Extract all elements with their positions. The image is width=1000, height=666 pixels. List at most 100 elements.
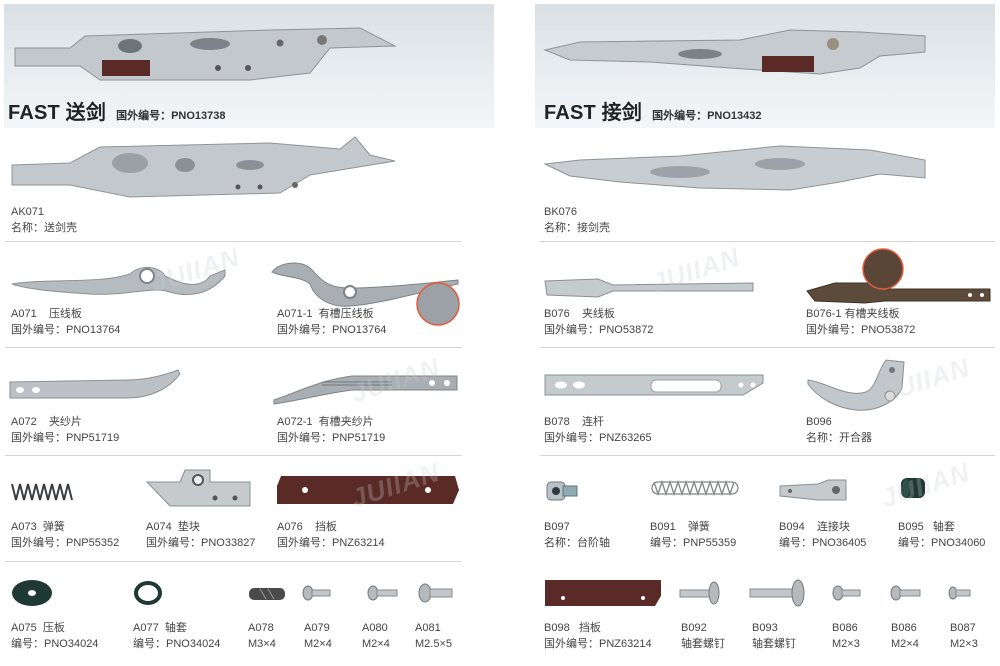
part-a080-screw-image bbox=[367, 585, 398, 601]
part-a074-block-image bbox=[145, 469, 251, 507]
part-label-b098: B098 挡板 bbox=[544, 622, 601, 634]
part-b091-spring-image bbox=[651, 479, 739, 497]
part-label-b076-1: B076-1 有槽夹线板 bbox=[806, 308, 900, 320]
row-divider bbox=[540, 241, 995, 242]
hero-title-right: FAST 接剑国外编号：PNO13432 bbox=[544, 96, 762, 125]
shell-name-bk076: 名称：接剑壳 bbox=[544, 222, 610, 234]
row-divider bbox=[5, 347, 462, 348]
part-number: 国外编号：PNO13738 bbox=[116, 110, 226, 122]
part-size-a081: M2.5×5 bbox=[415, 638, 452, 650]
part-pno-b076-1: 国外编号：PNO53872 bbox=[806, 324, 916, 336]
part-a079-screw-image bbox=[302, 585, 331, 601]
part-label-a075: A075 压板 bbox=[11, 622, 65, 634]
part-size-a078: M3×4 bbox=[248, 638, 276, 650]
shell-code-bk076: BK076 bbox=[544, 206, 578, 218]
part-pno-b095: 编号：PNO34060 bbox=[898, 537, 986, 549]
shell-name-ak071: 名称：送剑壳 bbox=[11, 222, 77, 234]
part-b097-shaft-image bbox=[546, 481, 578, 501]
part-name-b097: 名称：台阶轴 bbox=[544, 537, 610, 549]
part-a081-screw-image bbox=[418, 583, 453, 603]
row-divider bbox=[5, 561, 462, 562]
part-name-b092: 轴套螺钉 bbox=[681, 638, 725, 650]
part-label-a071: A071 压线板 bbox=[11, 308, 82, 320]
part-pno-a072-1: 国外编号：PNP51719 bbox=[277, 432, 386, 444]
part-b093-screw-image bbox=[749, 579, 805, 607]
part-b076-image bbox=[544, 278, 754, 298]
part-label-b092: B092 bbox=[681, 622, 707, 634]
part-label-a076: A076 挡板 bbox=[277, 521, 337, 533]
part-b096-image bbox=[807, 359, 905, 411]
part-b076-1-image bbox=[806, 248, 991, 304]
part-pno-a074: 国外编号：PNO33827 bbox=[146, 537, 256, 549]
part-pno-b091: 编号：PNP55359 bbox=[650, 537, 737, 549]
detail-zoom-circle bbox=[416, 282, 460, 326]
part-label-b097: B097 bbox=[544, 521, 570, 533]
detail-zoom-circle bbox=[862, 248, 904, 290]
part-pno-a073: 国外编号：PNP55352 bbox=[11, 537, 120, 549]
part-b094-block-image bbox=[779, 479, 847, 501]
part-a077-bushing-image bbox=[134, 581, 162, 605]
part-b098-plate-image bbox=[545, 580, 661, 606]
part-name-b096: 名称：开合器 bbox=[806, 432, 872, 444]
part-name-b093: 轴套螺钉 bbox=[752, 638, 796, 650]
rapier-gripper-receive-image bbox=[543, 29, 926, 75]
part-label-a080: A080 bbox=[362, 622, 388, 634]
part-b078-image bbox=[544, 374, 764, 396]
part-a078-pin-image bbox=[249, 588, 285, 600]
part-label-a071-1: A071-1 有槽压线板 bbox=[277, 308, 374, 320]
part-size-b087: M2×3 bbox=[950, 638, 978, 650]
part-a072-image bbox=[9, 369, 181, 399]
part-a072-1-image bbox=[273, 375, 458, 405]
part-label-b076: B076 夹线板 bbox=[544, 308, 615, 320]
part-size-b086-b: M2×4 bbox=[891, 638, 919, 650]
part-label-b096: B096 bbox=[806, 416, 832, 428]
part-label-a081: A081 bbox=[415, 622, 441, 634]
part-pno-a075: 编号：PNO34024 bbox=[11, 638, 99, 650]
part-a073-spring-image bbox=[11, 483, 73, 501]
part-label-a072: A072 夹纱片 bbox=[11, 416, 82, 428]
part-pno-a076: 国外编号：PNZ63214 bbox=[277, 537, 385, 549]
part-a071-1-image bbox=[271, 262, 460, 326]
part-label-a078: A078 bbox=[248, 622, 274, 634]
part-b087-screw-image bbox=[948, 586, 971, 600]
part-pno-b094: 编号：PNO36405 bbox=[779, 537, 867, 549]
part-pno-a071: 国外编号：PNO13764 bbox=[11, 324, 121, 336]
part-label-b086-a: B086 bbox=[832, 622, 858, 634]
row-divider bbox=[540, 455, 995, 456]
part-pno-b078: 国外编号：PNZ63265 bbox=[544, 432, 652, 444]
part-label-b091: B091 弹簧 bbox=[650, 521, 710, 533]
part-label-a077: A077 轴套 bbox=[133, 622, 187, 634]
part-pno-a071-1: 国外编号：PNO13764 bbox=[277, 324, 387, 336]
part-label-a079: A079 bbox=[304, 622, 330, 634]
part-label-b078: B078 连杆 bbox=[544, 416, 604, 428]
hero-title-left: FAST 送剑国外编号：PNO13738 bbox=[8, 96, 226, 125]
part-pno-a077: 编号：PNO34024 bbox=[133, 638, 221, 650]
part-pno-a072: 国外编号：PNP51719 bbox=[11, 432, 120, 444]
rapier-gripper-send-image bbox=[14, 27, 397, 81]
part-label-b094: B094 连接块 bbox=[779, 521, 850, 533]
part-label-b086-b: B086 bbox=[891, 622, 917, 634]
part-b095-bushing-image bbox=[901, 478, 925, 498]
part-size-a080: M2×4 bbox=[362, 638, 390, 650]
shell-ak071-image bbox=[11, 136, 396, 198]
part-a076-plate-image bbox=[277, 476, 459, 504]
shell-bk076-image bbox=[543, 145, 926, 191]
part-pno-b098: 国外编号：PNZ63214 bbox=[544, 638, 652, 650]
part-label-b087: B087 bbox=[950, 622, 976, 634]
part-b086-screw-image bbox=[890, 585, 921, 601]
row-divider bbox=[5, 455, 462, 456]
row-divider bbox=[5, 241, 462, 242]
part-size-b086-a: M2×3 bbox=[832, 638, 860, 650]
part-label-a074: A074 垫块 bbox=[146, 521, 200, 533]
shell-code-ak071: AK071 bbox=[11, 206, 45, 218]
part-label-a072-1: A072-1 有槽夹纱片 bbox=[277, 416, 374, 428]
part-a075-washer-image bbox=[12, 580, 52, 606]
part-b086-screw-image bbox=[832, 585, 861, 601]
product-title: FAST 接剑 bbox=[544, 102, 643, 124]
product-title: FAST 送剑 bbox=[8, 102, 107, 124]
part-label-b095: B095 轴套 bbox=[898, 521, 955, 533]
part-label-a073: A073 弹簧 bbox=[11, 521, 65, 533]
part-b092-screw-image bbox=[679, 581, 720, 605]
row-divider bbox=[540, 347, 995, 348]
part-number: 国外编号：PNO13432 bbox=[652, 110, 762, 122]
